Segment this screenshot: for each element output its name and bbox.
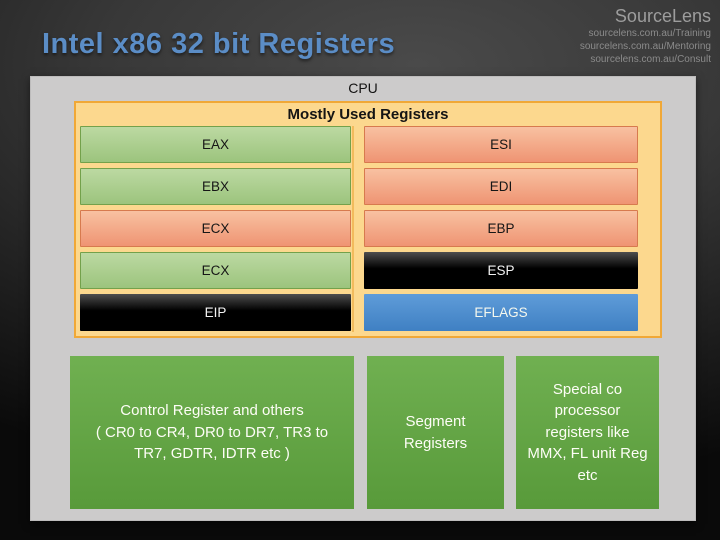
mostly-used-registers-container: Mostly Used Registers EAX EBX ECX ECX EI… (74, 101, 662, 338)
control-registers-box: Control Register and others ( CR0 to CR4… (70, 356, 354, 509)
watermark: SourceLens sourcelens.com.au/Training so… (580, 7, 711, 65)
watermark-link-mentoring: sourcelens.com.au/Mentoring (579, 41, 711, 52)
register-box-ebx: EBX (80, 168, 351, 205)
register-box-eax: EAX (80, 126, 351, 163)
watermark-link-consult: sourcelens.com.au/Consult (590, 54, 711, 65)
mostly-used-registers-title: Mostly Used Registers (287, 106, 449, 123)
column-divider (352, 126, 354, 332)
register-box-esi: ESI (364, 126, 638, 163)
watermark-link-training: sourcelens.com.au/Training (588, 28, 711, 39)
segment-registers-box: Segment Registers (367, 356, 504, 509)
cpu-panel-label: CPU (348, 80, 378, 96)
register-box-eip: EIP (80, 294, 351, 331)
watermark-brand: SourceLens (614, 6, 711, 26)
register-box-eflags: EFLAGS (364, 294, 638, 331)
register-box-edi: EDI (364, 168, 638, 205)
coprocessor-registers-box: Special co processor registers like MMX,… (516, 356, 659, 509)
register-box-ebp: EBP (364, 210, 638, 247)
slide-title: Intel x86 32 bit Registers (42, 28, 396, 60)
cpu-panel: CPU Mostly Used Registers EAX EBX ECX EC… (30, 76, 696, 521)
register-box-ecx: ECX (80, 210, 351, 247)
register-box-ecx-2: ECX (80, 252, 351, 289)
register-box-esp: ESP (364, 252, 638, 289)
